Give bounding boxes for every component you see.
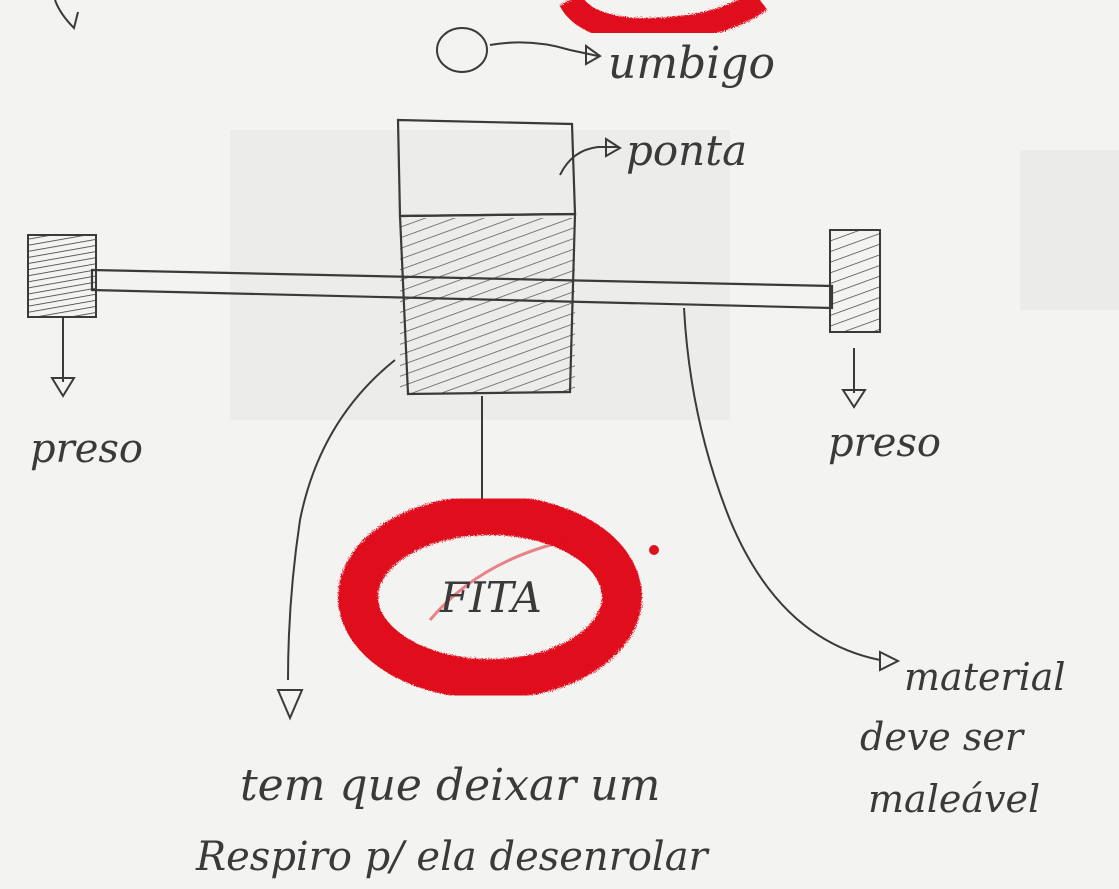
respiro-curve — [287, 359, 396, 681]
note-line-2: Respiro p/ ela desenrolar — [195, 834, 711, 880]
red-marker-streak — [428, 538, 571, 621]
navel-arrow — [489, 41, 599, 57]
label-umbigo: umbigo — [608, 38, 775, 89]
label-ponta: ponta — [626, 126, 747, 175]
red-marker-dot — [649, 545, 659, 555]
left-end-block-outline — [27, 234, 97, 318]
label-fita: FITA — [439, 573, 542, 622]
note-line-1: tem que deixar um — [240, 760, 660, 811]
tip-arrowhead — [605, 137, 622, 158]
material-curve — [683, 307, 881, 661]
right-end-block — [830, 230, 880, 332]
red-marker-arc — [559, 0, 768, 43]
preso-right-arrowhead — [841, 389, 867, 409]
red-marker-circle — [338, 495, 642, 699]
fabric-wrap-outline — [398, 212, 577, 396]
stroke-fragment — [54, 0, 79, 30]
label-material: material — [904, 655, 1066, 699]
respiro-arrowhead — [276, 689, 304, 721]
preso-left-arrowhead — [50, 377, 76, 398]
tip-arrow — [559, 146, 618, 176]
navel-circle — [436, 27, 488, 73]
paper-texture-band — [1020, 150, 1119, 310]
label-maleavel: maleável — [868, 777, 1040, 821]
label-preso-left: preso — [30, 426, 143, 472]
label-preso-right: preso — [828, 420, 941, 466]
right-end-block-outline — [829, 229, 881, 333]
left-end-block — [28, 235, 96, 317]
label-deve-ser: deve ser — [860, 715, 1026, 759]
navel-arrowhead — [585, 44, 602, 66]
fabric-wrap — [400, 218, 575, 393]
material-arrowhead — [879, 650, 901, 672]
